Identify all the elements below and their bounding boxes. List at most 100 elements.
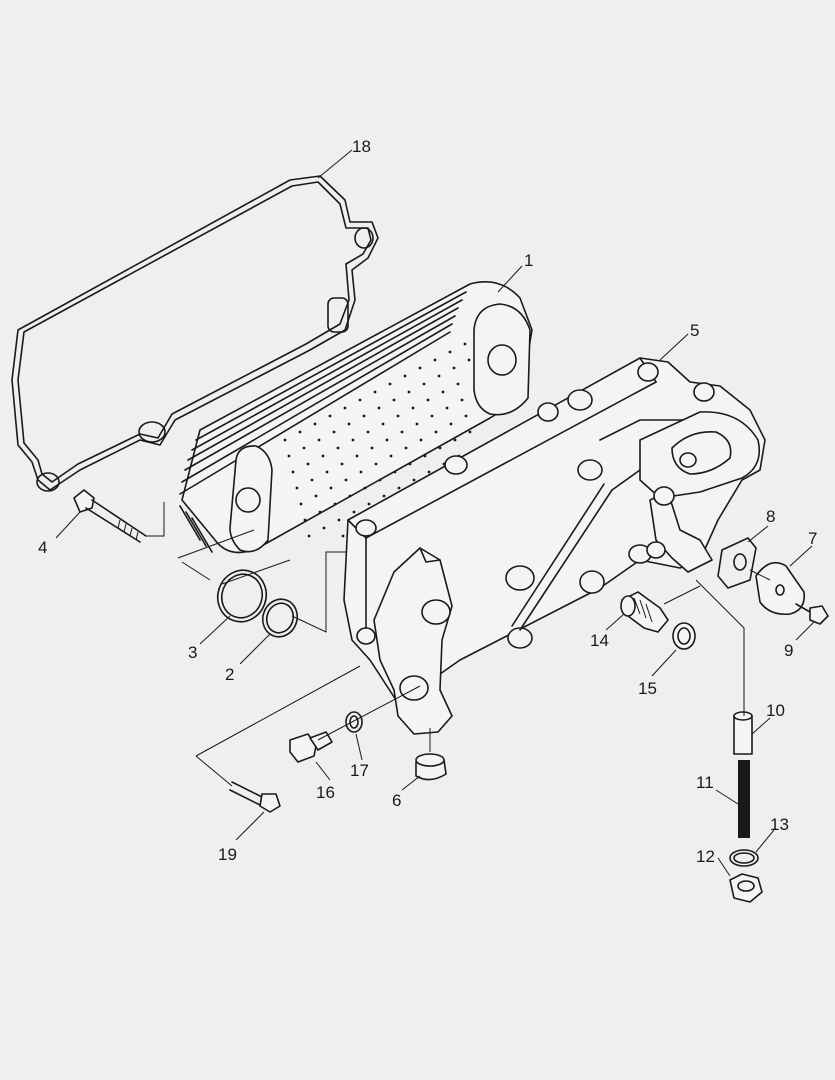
core-dimple: [347, 422, 351, 426]
core-dimple: [396, 414, 400, 418]
core-dimple: [370, 446, 374, 450]
part-cover-7: [755, 561, 806, 616]
core-dimple: [302, 446, 306, 450]
callout-14: 14: [590, 631, 609, 650]
core-dimple: [438, 446, 442, 450]
core-dimple: [430, 414, 434, 418]
core-dimple: [423, 454, 427, 458]
core-dimple: [318, 510, 322, 514]
part-bolt-19: [229, 781, 281, 813]
core-dimple: [427, 470, 431, 474]
part-plug-16: [289, 731, 333, 763]
core-dimple: [381, 422, 385, 426]
assembly-lines: [146, 502, 771, 787]
core-dimple: [367, 502, 371, 506]
core-dimple: [329, 486, 333, 490]
core-dimple: [306, 462, 310, 466]
part-filter-elbow: [356, 547, 453, 735]
core-dimple: [325, 470, 329, 474]
core-dimple: [422, 382, 426, 386]
callout-18: 18: [352, 137, 371, 156]
part-screw-9: [795, 603, 829, 625]
core-dimple: [453, 438, 457, 442]
part-gasket-18: [11, 175, 379, 492]
part-plug-6: [415, 728, 447, 781]
core-dimple: [400, 430, 404, 434]
callout-3: 3: [188, 643, 197, 662]
core-dimple: [460, 398, 464, 402]
core-dimple: [336, 446, 340, 450]
core-dimple: [382, 494, 386, 498]
core-dimple: [463, 342, 467, 346]
callout-6: 6: [392, 791, 401, 810]
part-bolt-4: [73, 489, 147, 543]
callout-1: 1: [524, 251, 533, 270]
core-dimple: [359, 470, 363, 474]
core-dimple: [437, 374, 441, 378]
callout-10: 10: [766, 701, 785, 720]
callout-19: 19: [218, 845, 237, 864]
part-fitting-14: [620, 591, 669, 633]
callout-17: 17: [350, 761, 369, 780]
core-dimple: [464, 414, 468, 418]
callout-13: 13: [770, 815, 789, 834]
core-dimple: [468, 430, 472, 434]
core-dimple: [322, 526, 326, 530]
core-dimple: [388, 382, 392, 386]
core-dimple: [426, 398, 430, 402]
core-dimple: [418, 366, 422, 370]
core-dimple: [283, 438, 287, 442]
core-dimple: [348, 494, 352, 498]
part-washer-13: [729, 849, 759, 867]
core-dimple: [397, 486, 401, 490]
part-spring-11: [737, 760, 751, 838]
core-dimple: [303, 518, 307, 522]
core-dimple: [307, 534, 311, 538]
core-dimple: [291, 470, 295, 474]
callout-labels: 18 1 5 4 3 2 6 17 16 19 14 15 8 7 9 10 1…: [38, 137, 817, 866]
core-dimple: [415, 422, 419, 426]
core-dimple: [317, 438, 321, 442]
core-dimple: [403, 374, 407, 378]
core-dimple: [363, 486, 367, 490]
core-dimple: [295, 486, 299, 490]
callout-leaders: [55, 149, 815, 877]
core-dimple: [366, 430, 370, 434]
part-plug-12: [729, 873, 763, 903]
core-dimple: [467, 358, 471, 362]
core-dimple: [408, 462, 412, 466]
core-dimple: [337, 518, 341, 522]
core-dimple: [433, 358, 437, 362]
core-dimple: [362, 414, 366, 418]
part-gasket-8: [717, 537, 757, 589]
part-nut-15: [672, 622, 696, 650]
callout-9: 9: [784, 641, 793, 660]
core-dimple: [358, 398, 362, 402]
core-dimple: [456, 382, 460, 386]
core-dimple: [393, 470, 397, 474]
core-dimple: [411, 406, 415, 410]
core-dimple: [298, 430, 302, 434]
core-dimple: [299, 502, 303, 506]
callout-7: 7: [808, 529, 817, 548]
core-dimple: [321, 454, 325, 458]
part-sleeve-10: [733, 711, 753, 755]
part-washer-17: [345, 711, 363, 733]
core-dimple: [332, 430, 336, 434]
callout-8: 8: [766, 507, 775, 526]
core-dimple: [392, 398, 396, 402]
core-dimple: [344, 478, 348, 482]
core-dimple: [355, 454, 359, 458]
callout-4: 4: [38, 538, 47, 557]
core-dimple: [313, 422, 317, 426]
core-dimple: [341, 534, 345, 538]
core-dimple: [448, 350, 452, 354]
core-dimple: [287, 454, 291, 458]
core-dimple: [377, 406, 381, 410]
core-dimple: [452, 366, 456, 370]
core-dimple: [378, 478, 382, 482]
core-dimple: [352, 510, 356, 514]
core-dimple: [404, 446, 408, 450]
